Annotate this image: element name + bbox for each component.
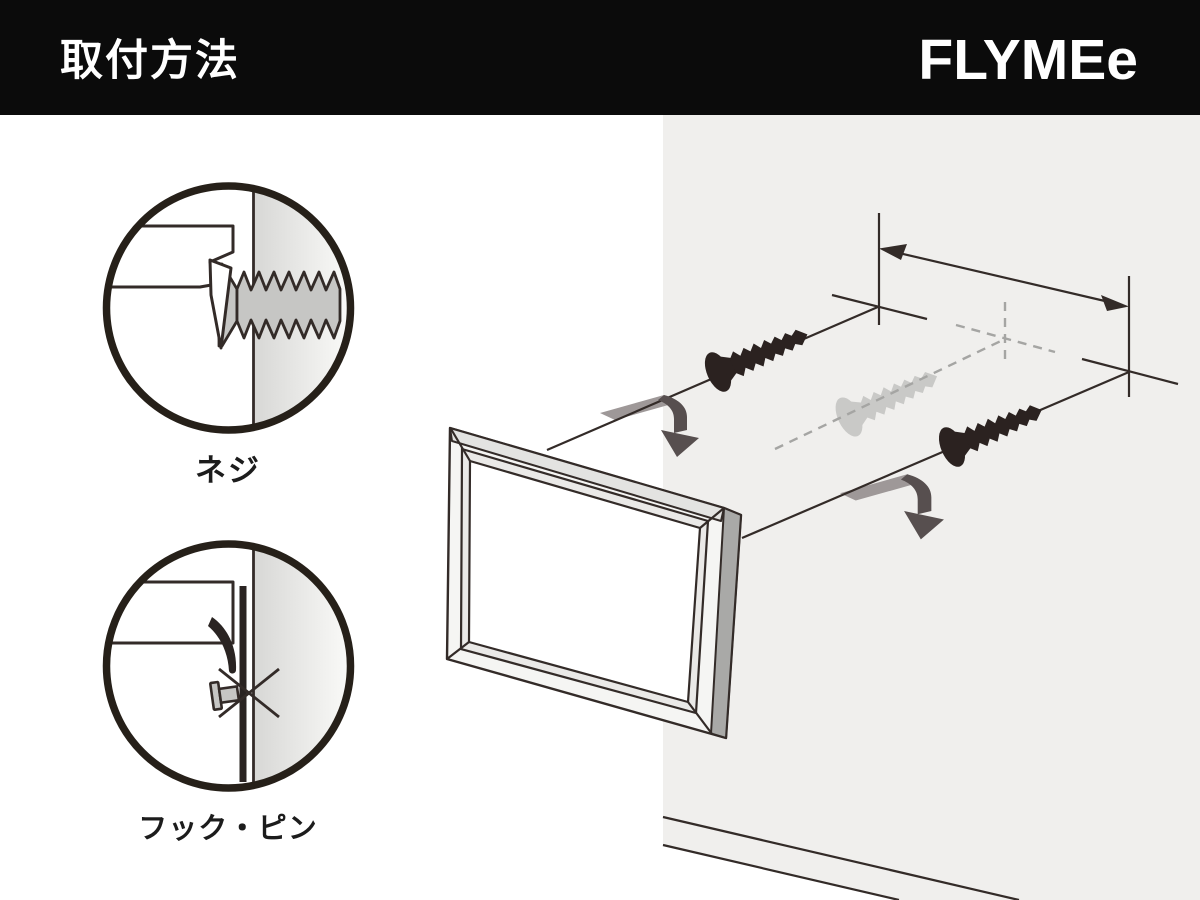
- wall-surface: [663, 115, 1200, 900]
- hook-plate: [239, 586, 247, 782]
- frame-top-face: [449, 427, 725, 522]
- detail-circle-border: [102, 540, 355, 792]
- center-cross-mark: [955, 302, 1056, 365]
- dimension-arrowhead-right: [1101, 295, 1129, 311]
- wall-shading: [253, 547, 348, 785]
- hook-pin-detail-circle: フック・ピン: [102, 540, 355, 845]
- header-background: [0, 0, 1200, 115]
- pin-angle-lines: [218, 667, 280, 719]
- baseboard-bottom-line: [662, 843, 900, 900]
- frame-right-face: [710, 507, 742, 739]
- screw-label: ネジ: [195, 453, 261, 488]
- wall-pin-icon: [209, 680, 241, 711]
- detail-circle-border: [102, 182, 355, 434]
- lower-mount-line: [741, 370, 1130, 540]
- right-mount-tick: [1081, 276, 1179, 397]
- frame-miter-joints: [446, 428, 725, 735]
- screw-detail-circle: ネジ: [102, 182, 355, 488]
- baseboard-top-line: [662, 815, 1020, 900]
- sawtooth-hanger: [208, 258, 233, 350]
- brand-logo: FLYMEe: [918, 28, 1138, 92]
- hook-pin-label: フック・ピン: [138, 812, 317, 845]
- screw-path-dashed-line: [774, 337, 1006, 451]
- dimension-arrow: [879, 244, 1129, 311]
- dimension-arrowhead-left: [879, 244, 907, 260]
- mounting-diagram: [445, 213, 1179, 740]
- wall-panel: [662, 115, 1200, 900]
- picture-frame: [445, 426, 743, 740]
- left-mount-tick: [831, 213, 928, 325]
- hanger-hook: [208, 617, 237, 674]
- header-bar: 取付方法 FLYMEe: [0, 0, 1200, 115]
- page-title: 取付方法: [60, 37, 240, 85]
- frame-back-profile: [109, 580, 235, 645]
